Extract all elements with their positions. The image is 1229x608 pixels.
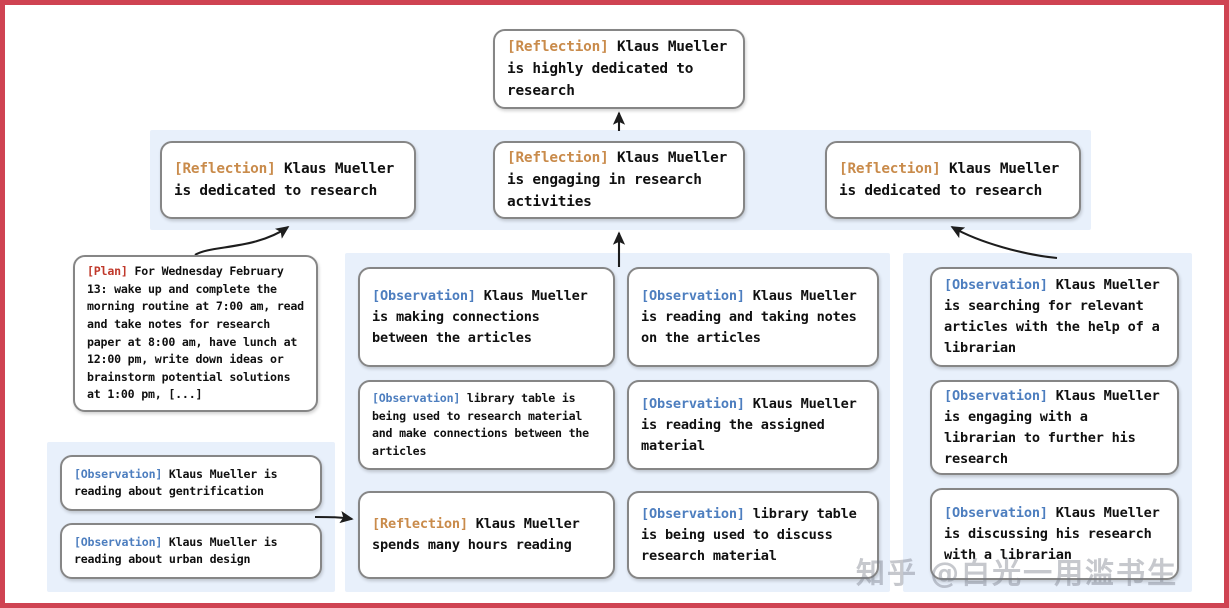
node-reflection-right[interactable]: [Reflection] Klaus Mueller is dedicated … (825, 141, 1081, 219)
node-reflection-center[interactable]: [Reflection] Klaus Mueller is engaging i… (493, 141, 745, 219)
tag-reflection: [Reflection] (839, 161, 941, 177)
tag-observation: [Observation] (372, 287, 476, 304)
tag-observation: [Observation] (641, 395, 745, 412)
node-text: Klaus Mueller is reading the assigned ma… (641, 395, 857, 454)
arrow-plan-to-left-reflection (194, 226, 290, 256)
tag-observation: [Observation] (641, 287, 745, 304)
node-text: Klaus Mueller is dedicated to research (839, 161, 1060, 199)
node-left-observation-1[interactable]: [Observation] Klaus Mueller is reading a… (60, 455, 322, 511)
node-text: For Wednesday February 13: wake up and c… (87, 264, 304, 402)
node-left-observation-2[interactable]: [Observation] Klaus Mueller is reading a… (60, 523, 322, 579)
node-center-left-3[interactable]: [Reflection] Klaus Mueller spends many h… (358, 491, 615, 579)
node-center-left-2[interactable]: [Observation] library table is being use… (358, 380, 615, 470)
node-text: Klaus Mueller is reading and taking note… (641, 287, 857, 346)
node-center-left-1[interactable]: [Observation] Klaus Mueller is making co… (358, 267, 615, 367)
tag-observation: [Observation] (74, 466, 163, 481)
node-text: Klaus Mueller is engaging in research ac… (507, 150, 728, 210)
node-text: Klaus Mueller spends many hours reading (372, 516, 580, 553)
node-text: Klaus Mueller is engaging with a librari… (944, 387, 1160, 467)
node-text: library table is being used to discuss r… (641, 505, 857, 564)
tag-reflection: [Reflection] (174, 161, 276, 177)
node-top-reflection[interactable]: [Reflection] Klaus Mueller is highly ded… (493, 29, 745, 109)
tag-observation: [Observation] (944, 504, 1048, 521)
node-reflection-left[interactable]: [Reflection] Klaus Mueller is dedicated … (160, 141, 416, 219)
node-center-right-1[interactable]: [Observation] Klaus Mueller is reading a… (627, 267, 879, 367)
watermark: 知乎 @白光一用滥书生 (856, 556, 1179, 590)
tag-observation: [Observation] (641, 505, 745, 522)
node-right-3[interactable]: [Observation] Klaus Mueller is discussin… (930, 488, 1179, 580)
tag-observation: [Observation] (372, 391, 461, 405)
node-right-1[interactable]: [Observation] Klaus Mueller is searching… (930, 267, 1179, 367)
tag-reflection: [Reflection] (507, 150, 609, 166)
node-text: Klaus Mueller is highly dedicated to res… (507, 39, 728, 99)
node-text: Klaus Mueller is reading about gentrific… (74, 466, 278, 499)
tag-reflection: [Reflection] (507, 39, 609, 55)
node-plan[interactable]: [Plan] For Wednesday February 13: wake u… (73, 255, 318, 412)
tag-observation: [Observation] (74, 534, 163, 549)
tag-observation: [Observation] (944, 277, 1048, 293)
node-right-2[interactable]: [Observation] Klaus Mueller is engaging … (930, 380, 1179, 475)
tag-observation: [Observation] (944, 387, 1048, 404)
node-text: Klaus Mueller is reading about urban des… (74, 534, 278, 567)
tag-plan: [Plan] (87, 264, 128, 279)
node-center-right-2[interactable]: [Observation] Klaus Mueller is reading t… (627, 380, 879, 470)
node-text: Klaus Mueller is dedicated to research (174, 161, 395, 199)
node-text: library table is being used to research … (372, 391, 589, 458)
tag-reflection: [Reflection] (372, 516, 468, 532)
node-center-right-3[interactable]: [Observation] library table is being use… (627, 491, 879, 579)
node-text: Klaus Mueller is discussing his research… (944, 504, 1160, 563)
node-text: Klaus Mueller is making connections betw… (372, 287, 588, 346)
node-text: Klaus Mueller is searching for relevant … (944, 277, 1160, 356)
